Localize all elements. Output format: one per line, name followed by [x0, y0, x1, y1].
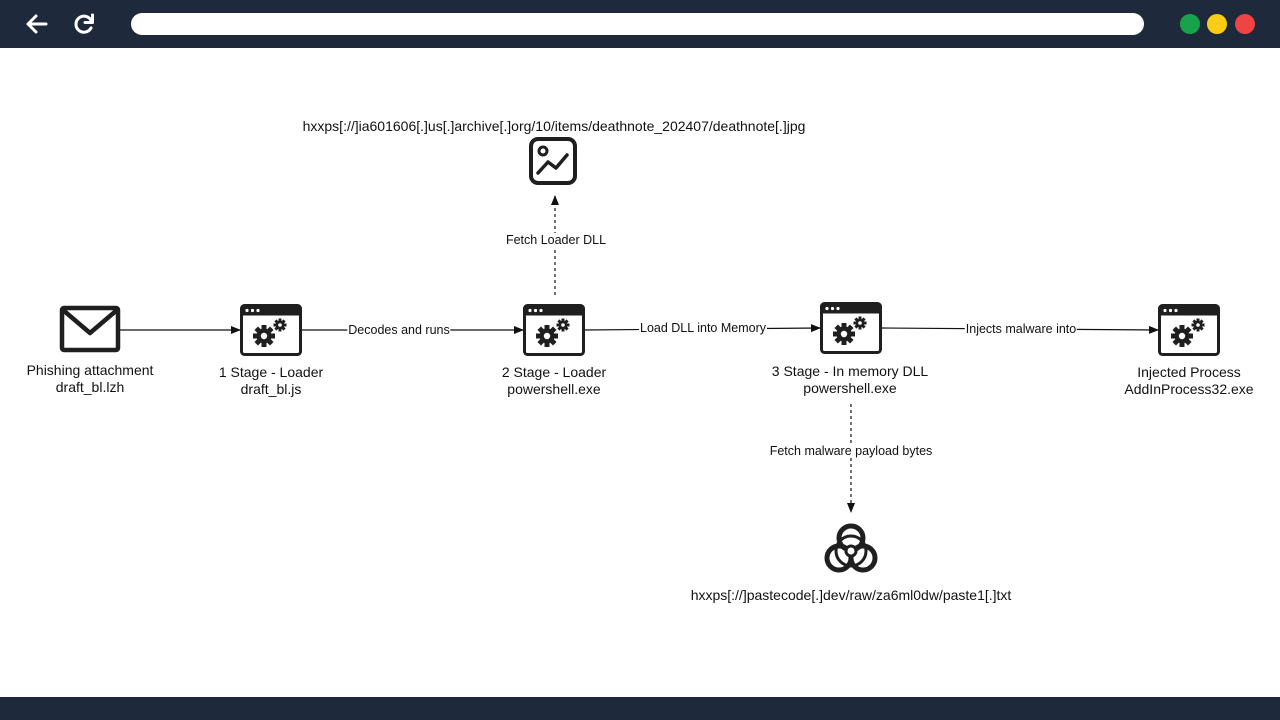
image-icon — [529, 137, 577, 185]
reload-icon — [74, 13, 94, 34]
node-stage1-label: 1 Stage - Loader draft_bl.js — [219, 364, 323, 398]
app-window-gear-icon — [240, 304, 302, 356]
edge-label-decodes: Decodes and runs — [347, 323, 451, 337]
image-url-label: hxxps[://]ia601606[.]us[.]archive[.]org/… — [302, 118, 806, 134]
back-button[interactable] — [22, 9, 52, 39]
browser-footer — [0, 697, 1280, 720]
node-injected-filename: AddInProcess32.exe — [1124, 381, 1254, 397]
browser-toolbar — [0, 0, 1280, 48]
app-window-gear-icon — [1158, 304, 1220, 356]
app-window-gear-icon — [523, 304, 585, 356]
edge-label-injects: Injects malware into — [964, 322, 1078, 336]
node-stage2-label: 2 Stage - Loader powershell.exe — [502, 364, 606, 398]
node-injected-label: Injected Process AddInProcess32.exe — [1124, 364, 1253, 398]
diagram-canvas — [59, 137, 1220, 573]
biohazard-icon — [824, 523, 878, 573]
node-stage3-title: 3 Stage - In memory DLL — [771, 363, 929, 379]
node-stage1-filename: draft_bl.js — [240, 381, 302, 397]
node-stage1-title: 1 Stage - Loader — [218, 364, 324, 380]
node-phishing-title: Phishing attachment — [26, 362, 154, 378]
envelope-icon — [59, 305, 121, 353]
reload-button[interactable] — [69, 9, 99, 39]
node-stage3-filename: powershell.exe — [803, 380, 897, 396]
window-minimize-dot[interactable] — [1207, 14, 1227, 34]
app-window-gear-icon — [820, 302, 882, 354]
window-close-dot[interactable] — [1235, 14, 1255, 34]
node-injected-title: Injected Process — [1137, 364, 1241, 380]
node-stage3-label: 3 Stage - In memory DLL powershell.exe — [772, 363, 928, 397]
edge-label-fetch-payload: Fetch malware payload bytes — [768, 444, 934, 458]
payload-url-label: hxxps[://]pastecode[.]dev/raw/za6ml0dw/p… — [690, 587, 1012, 603]
node-phishing-label: Phishing attachment draft_bl.lzh — [27, 362, 154, 396]
arrow-left-icon — [26, 14, 48, 34]
attack-chain-diagram: Phishing attachment draft_bl.lzh 1 Stage… — [0, 48, 1280, 697]
window-maximize-dot[interactable] — [1180, 14, 1200, 34]
node-stage2-title: 2 Stage - Loader — [501, 364, 607, 380]
node-stage2-filename: powershell.exe — [507, 381, 601, 397]
edge-label-load-dll: Load DLL into Memory — [639, 321, 767, 335]
edge-label-fetch-loader: Fetch Loader DLL — [504, 233, 608, 247]
node-phishing-filename: draft_bl.lzh — [55, 379, 125, 395]
address-bar[interactable] — [131, 13, 1144, 35]
